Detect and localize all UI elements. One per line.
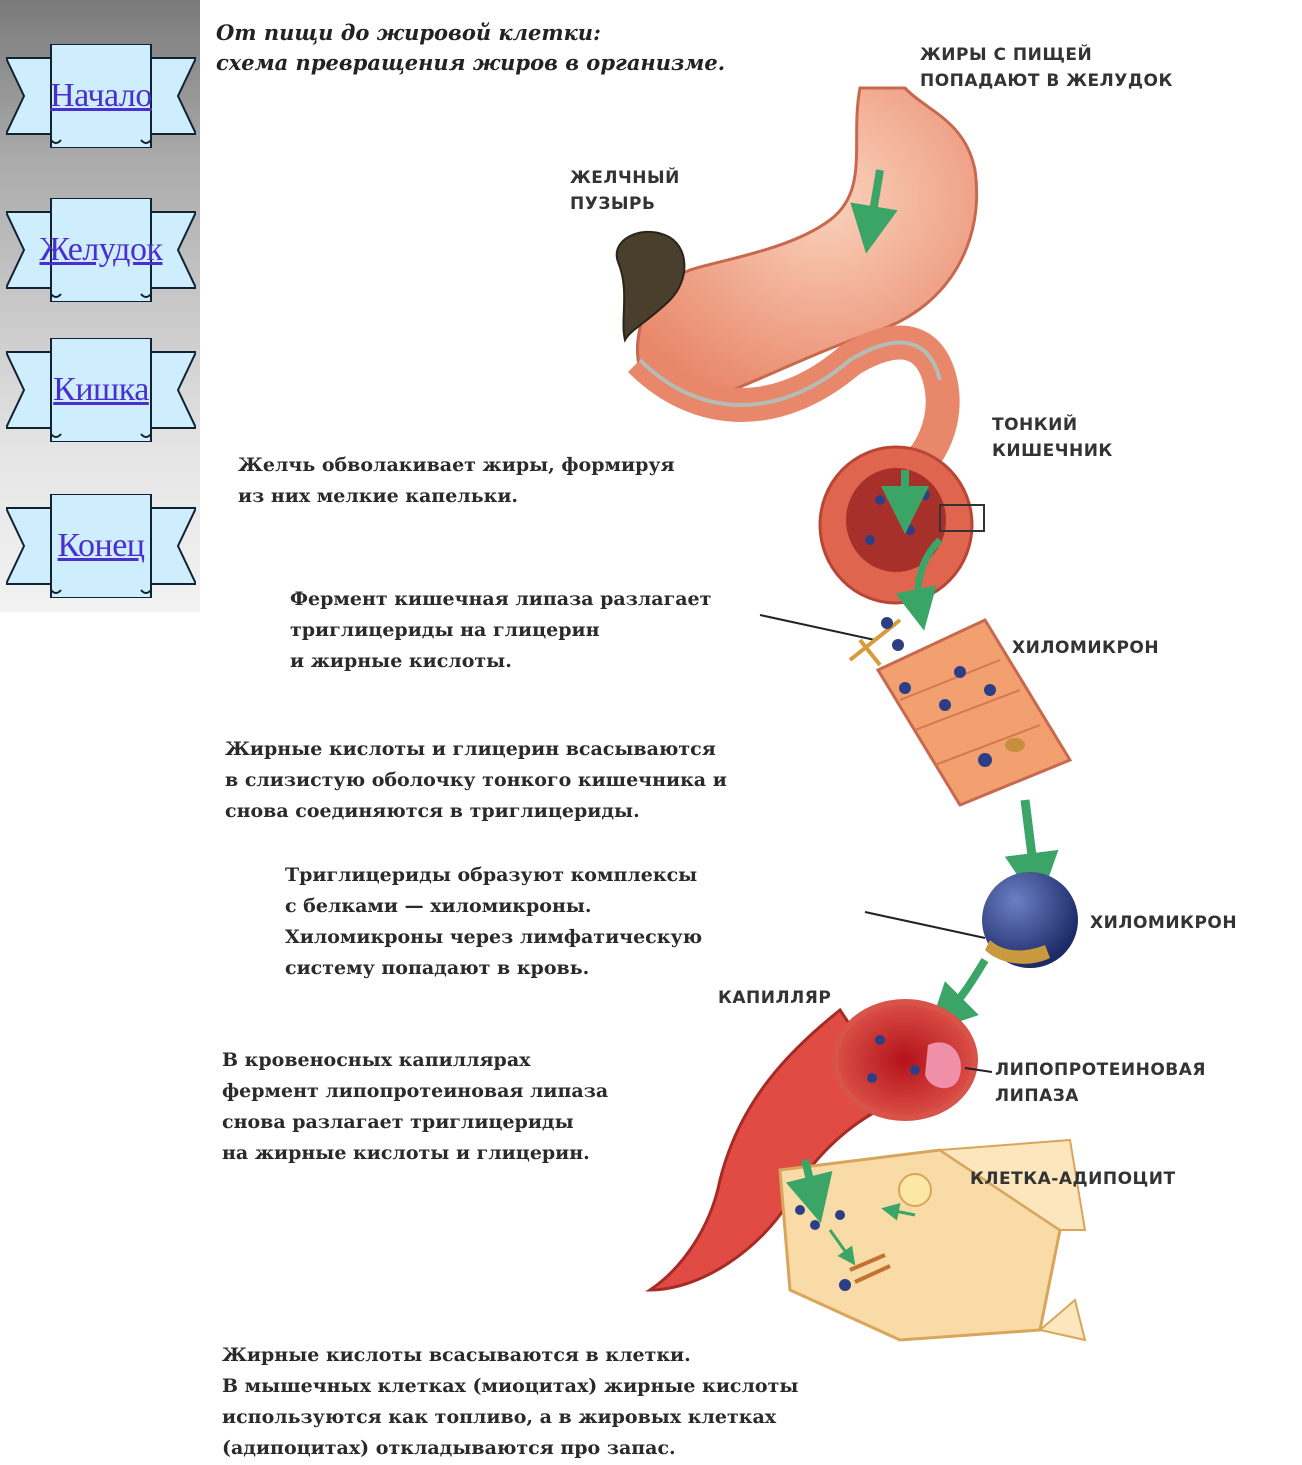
caption-complexes: Триглицериды образуют комплексы с белкам… xyxy=(285,860,702,984)
label-adipocyte: КЛЕТКА-АДИПОЦИТ xyxy=(970,1166,1176,1192)
label-stomach: ЖИРЫ С ПИЩЕЙ ПОПАДАЮТ В ЖЕЛУДОК xyxy=(920,42,1173,94)
diagram-title: От пищи до жировой клетки: схема превращ… xyxy=(216,18,725,78)
glycerol-fatty-acid-icon xyxy=(850,617,904,665)
label-chylomicron-2: ХИЛОМИКРОН xyxy=(1090,910,1237,936)
intestine-section-shape xyxy=(820,447,984,603)
label-capillary: КАПИЛЛЯР xyxy=(718,985,831,1011)
label-lipoprotein-lipase: ЛИПОПРОТЕИНОВАЯ ЛИПАЗА xyxy=(995,1057,1206,1109)
caption-cells: Жирные кислоты всасываются в клетки. В м… xyxy=(222,1340,798,1464)
chylomicron-sphere-shape xyxy=(982,872,1078,968)
label-gallbladder: ЖЕЛЧНЫЙ ПУЗЫРЬ xyxy=(570,165,680,217)
label-chylomicron-1: ХИЛОМИКРОН xyxy=(1012,635,1159,661)
caption-capillaries: В кровеносных капиллярах фермент липопро… xyxy=(222,1045,608,1169)
caption-bile: Желчь обволакивает жиры, формируя из них… xyxy=(238,450,675,512)
caption-enzyme: Фермент кишечная липаза разлагает тригли… xyxy=(290,584,711,677)
label-small-intestine: ТОНКИЙ КИШЕЧНИК xyxy=(992,412,1113,464)
caption-absorb: Жирные кислоты и глицерин всасываются в … xyxy=(225,734,727,827)
